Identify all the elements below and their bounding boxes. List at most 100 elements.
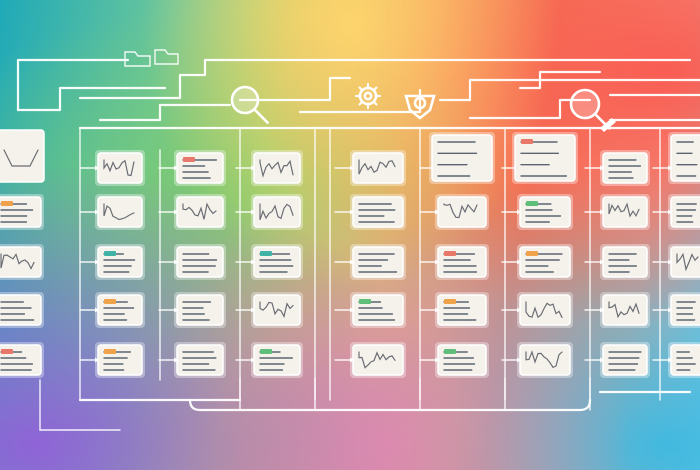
feeder-arrow <box>95 165 99 171</box>
feeder-arrow <box>350 259 354 265</box>
shield-icon <box>404 94 436 120</box>
bottom-wire-center <box>188 398 592 412</box>
document-card <box>0 292 44 328</box>
feeder-arrow <box>600 209 604 215</box>
top-wire-4 <box>238 76 352 102</box>
document-card <box>350 342 406 378</box>
feeder-arrow <box>174 307 178 313</box>
feeder-arrow <box>350 357 354 363</box>
document-card <box>435 244 489 280</box>
document-card <box>95 292 145 328</box>
feeder-arrow <box>174 209 178 215</box>
magnifier-icon <box>230 85 270 125</box>
document-card <box>435 342 489 378</box>
document-card <box>95 194 145 230</box>
document-card <box>668 194 700 230</box>
feeder-arrow <box>435 357 439 363</box>
document-card-large <box>429 132 495 184</box>
document-card <box>95 150 145 186</box>
feeder-arrow <box>517 307 521 313</box>
document-card <box>0 194 44 230</box>
document-card <box>600 150 650 186</box>
feeder-arrow <box>435 209 439 215</box>
feeder-arrow <box>517 259 521 265</box>
document-card <box>350 244 406 280</box>
document-card <box>174 150 226 186</box>
document-card <box>600 194 650 230</box>
document-card <box>435 292 489 328</box>
document-card <box>174 342 226 378</box>
feeder-arrow <box>95 307 99 313</box>
top-wire-7 <box>468 98 592 120</box>
top-wire-6 <box>438 78 700 102</box>
document-card <box>0 342 44 378</box>
top-wire-2 <box>78 58 692 100</box>
document-card <box>174 194 226 230</box>
document-card-large <box>668 132 700 184</box>
hub-icons <box>124 49 616 132</box>
feeder-arrow <box>600 259 604 265</box>
feeder-arrow <box>435 307 439 313</box>
feeder-arrow <box>350 165 354 171</box>
folder-icon <box>124 51 151 67</box>
document-card <box>251 292 303 328</box>
document-card <box>517 292 573 328</box>
top-wire-0 <box>16 58 130 112</box>
document-card <box>174 244 226 280</box>
document-card <box>600 342 650 378</box>
document-card <box>251 342 303 378</box>
feeder-arrow <box>174 357 178 363</box>
feeder-arrow <box>435 259 439 265</box>
feeder-arrow <box>251 307 255 313</box>
feeder-arrow <box>600 357 604 363</box>
top-wire-3 <box>98 103 232 122</box>
feeder-arrow <box>668 357 672 363</box>
document-card <box>600 244 650 280</box>
document-card <box>174 292 226 328</box>
folder-icon <box>154 49 179 65</box>
bottom-wire-corner <box>39 379 121 431</box>
document-card <box>350 194 406 230</box>
document-card <box>251 194 303 230</box>
feeder-arrow <box>95 209 99 215</box>
document-card-large <box>512 132 578 184</box>
feeder-arrow <box>350 209 354 215</box>
magnifier-icon <box>569 88 612 131</box>
feeder-arrow <box>95 259 99 265</box>
connector-wires <box>16 58 700 431</box>
document-card <box>517 342 573 378</box>
document-card <box>517 194 573 230</box>
document-card <box>0 244 44 280</box>
feeder-arrow <box>251 165 255 171</box>
top-wire-1 <box>16 86 167 112</box>
document-cards <box>0 129 700 378</box>
document-card <box>668 342 700 378</box>
feeder-arrow <box>600 307 604 313</box>
document-card <box>435 194 489 230</box>
feeder-arrow <box>251 259 255 265</box>
tray-icon <box>0 129 45 183</box>
document-card <box>600 292 650 328</box>
feeder-arrow <box>95 357 99 363</box>
feeder-arrow <box>668 259 672 265</box>
feeder-arrow <box>668 307 672 313</box>
document-card <box>517 244 573 280</box>
document-card <box>668 244 700 280</box>
feeder-arrow <box>251 209 255 215</box>
document-card <box>251 244 303 280</box>
document-card <box>350 292 406 328</box>
gear-icon <box>354 82 382 110</box>
feeder-arrow <box>174 259 178 265</box>
feeder-arrow <box>517 357 521 363</box>
feeder-arrow <box>174 165 178 171</box>
document-card <box>95 342 145 378</box>
top-wire-9 <box>518 70 602 90</box>
document-card <box>350 150 406 186</box>
document-card <box>251 150 303 186</box>
feeder-arrow <box>600 165 604 171</box>
feeder-arrow <box>251 357 255 363</box>
feeder-arrow <box>517 209 521 215</box>
pencil-icon <box>600 118 616 132</box>
document-card <box>95 244 145 280</box>
